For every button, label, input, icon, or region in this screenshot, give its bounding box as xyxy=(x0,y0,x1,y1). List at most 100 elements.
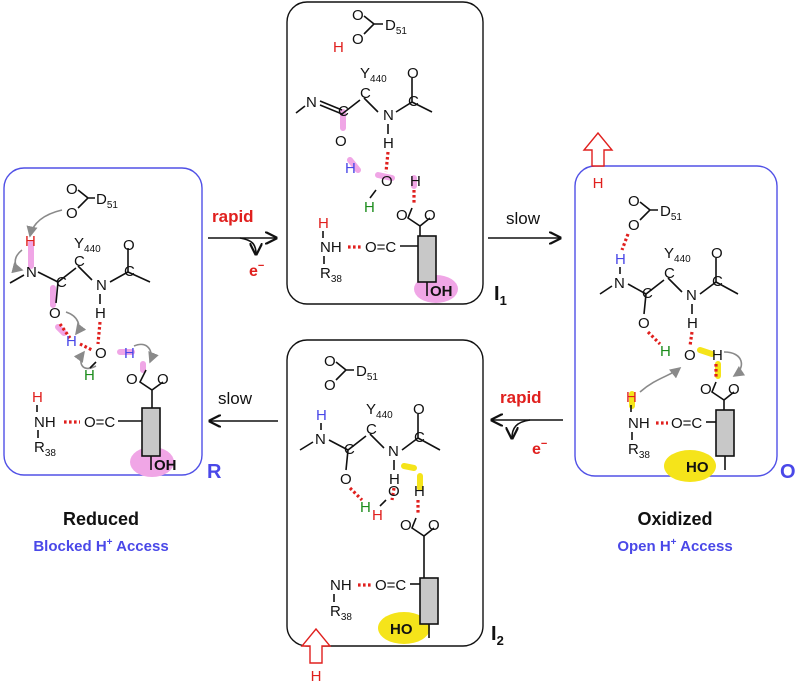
state-box-i2 xyxy=(286,339,484,647)
svg-text:O: O xyxy=(126,371,138,388)
transition-o-to-i2: rapid e− xyxy=(492,388,563,458)
svg-text:O: O xyxy=(324,377,336,394)
svg-text:R38: R38 xyxy=(320,265,342,285)
svg-text:O: O xyxy=(66,205,78,222)
svg-text:O=C: O=C xyxy=(671,415,702,432)
svg-text:C: C xyxy=(74,253,85,270)
svg-text:O=C: O=C xyxy=(84,414,115,431)
svg-text:NH: NH xyxy=(330,577,352,594)
svg-text:C: C xyxy=(408,93,419,110)
transition-i2-to-r: slow xyxy=(210,389,278,421)
svg-text:Y440: Y440 xyxy=(360,65,387,85)
svg-text:H: H xyxy=(626,389,637,406)
structure-r: O O D51 H N C Y440 C N C O O H H O H H O… xyxy=(9,181,177,477)
svg-text:R38: R38 xyxy=(34,439,56,459)
electron-label-bottom: e xyxy=(532,441,541,458)
transition-r-to-i1: rapid e− xyxy=(208,207,276,280)
electron-label-top: e xyxy=(249,263,258,280)
state-label-i2: I2 xyxy=(491,623,504,648)
caption-open-access: Open H+ Access xyxy=(617,537,732,555)
svg-text:e−: e− xyxy=(532,438,547,458)
svg-text:O: O xyxy=(638,315,650,332)
svg-text:O: O xyxy=(49,305,61,322)
svg-text:O=C: O=C xyxy=(365,239,396,256)
svg-text:O: O xyxy=(95,345,107,362)
svg-text:Y440: Y440 xyxy=(664,245,691,265)
electron-minus-top: − xyxy=(258,260,264,272)
svg-text:H: H xyxy=(383,135,394,152)
svg-text:N: N xyxy=(96,277,107,294)
svg-text:C: C xyxy=(414,429,425,446)
svg-text:R38: R38 xyxy=(330,603,352,623)
svg-text:H: H xyxy=(414,483,425,500)
svg-text:O: O xyxy=(324,353,336,370)
svg-text:N: N xyxy=(614,275,625,292)
svg-text:OH: OH xyxy=(154,457,177,474)
svg-text:O: O xyxy=(123,237,135,254)
svg-text:C: C xyxy=(642,285,653,302)
svg-text:C: C xyxy=(56,274,67,291)
transition-i1-to-o: slow xyxy=(488,209,560,238)
svg-text:H: H xyxy=(410,173,421,190)
state-label-i1: I1 xyxy=(494,283,507,308)
svg-text:D51: D51 xyxy=(660,203,682,223)
svg-text:NH: NH xyxy=(34,414,56,431)
svg-text:H: H xyxy=(311,668,322,685)
proton-release-o: H xyxy=(582,131,614,192)
structure-i2: O O D51 H N C Y440 C N C O O H H O H H O… xyxy=(299,353,441,644)
svg-text:C: C xyxy=(366,421,377,438)
svg-text:C: C xyxy=(664,265,675,282)
svg-text:Y440: Y440 xyxy=(74,235,101,255)
svg-text:O: O xyxy=(684,347,696,364)
svg-text:O: O xyxy=(428,517,440,534)
svg-text:H: H xyxy=(389,471,400,488)
svg-text:NH: NH xyxy=(320,239,342,256)
svg-text:O: O xyxy=(352,7,364,24)
svg-text:O: O xyxy=(381,173,393,190)
svg-text:O: O xyxy=(340,471,352,488)
state-label-r: R xyxy=(207,461,222,483)
svg-text:OH: OH xyxy=(430,283,453,300)
svg-text:N: N xyxy=(686,287,697,304)
svg-text:N: N xyxy=(388,443,399,460)
svg-text:O=C: O=C xyxy=(375,577,406,594)
svg-text:O: O xyxy=(388,483,400,500)
svg-text:D51: D51 xyxy=(385,17,407,37)
svg-text:H: H xyxy=(333,39,344,56)
caption-blocked-access: Blocked H+ Access xyxy=(33,537,168,555)
svg-text:N: N xyxy=(315,431,326,448)
svg-text:C: C xyxy=(360,85,371,102)
rapid-label-top: rapid xyxy=(212,207,254,226)
svg-text:D51: D51 xyxy=(356,363,378,383)
svg-text:H: H xyxy=(687,315,698,332)
slow-label-bottom: slow xyxy=(218,389,253,408)
caption-reduced: Reduced xyxy=(63,509,139,529)
svg-text:O: O xyxy=(157,371,169,388)
svg-text:H: H xyxy=(660,343,671,360)
svg-text:N: N xyxy=(306,94,317,111)
svg-text:C: C xyxy=(344,441,355,458)
slow-label-top: slow xyxy=(506,209,541,228)
svg-text:O: O xyxy=(628,193,640,210)
svg-text:e−: e− xyxy=(249,260,264,280)
svg-text:O: O xyxy=(352,31,364,48)
electron-minus-bottom: − xyxy=(541,438,547,450)
proton-release-i2: H xyxy=(300,627,332,685)
svg-text:H: H xyxy=(95,305,106,322)
svg-text:C: C xyxy=(124,263,135,280)
svg-text:O: O xyxy=(424,207,436,224)
svg-text:H: H xyxy=(345,160,356,177)
svg-text:H: H xyxy=(712,347,723,364)
structure-o: O O D51 H N C Y440 C N C O O H H O H O O… xyxy=(599,193,746,482)
svg-text:H: H xyxy=(318,215,329,232)
svg-text:O: O xyxy=(413,401,425,418)
svg-text:O: O xyxy=(728,381,740,398)
caption-oxidized: Oxidized xyxy=(637,509,712,529)
svg-text:O: O xyxy=(66,181,78,198)
svg-text:H: H xyxy=(32,389,43,406)
svg-text:NH: NH xyxy=(628,415,650,432)
svg-text:O: O xyxy=(396,207,408,224)
svg-text:N: N xyxy=(26,264,37,281)
svg-text:Y440: Y440 xyxy=(366,401,393,421)
